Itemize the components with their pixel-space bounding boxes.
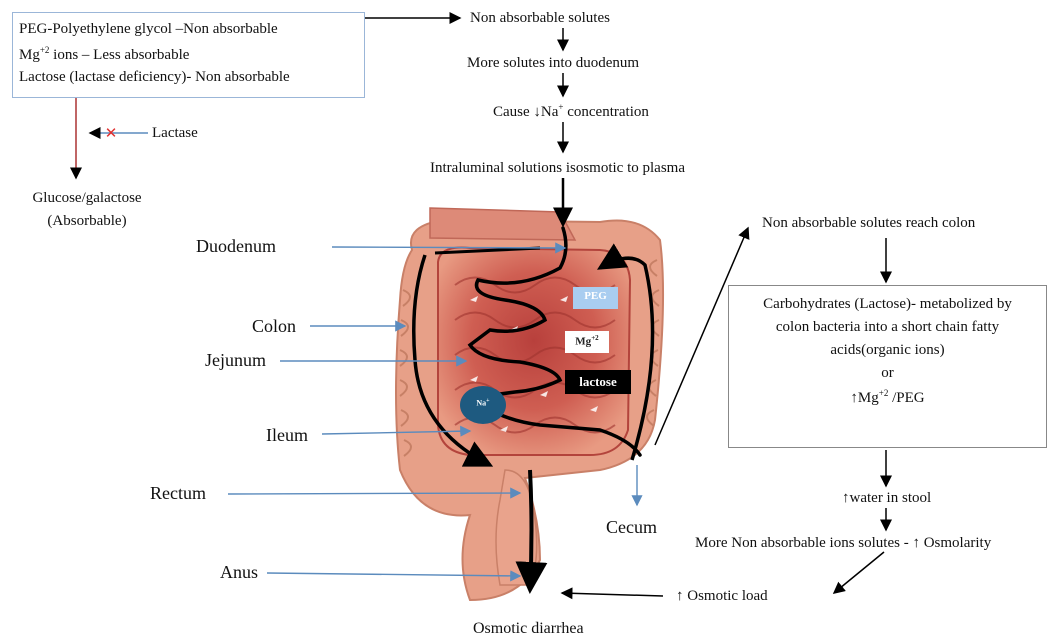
flow-isosmotic: Intraluminal solutions isosmotic to plas…	[430, 160, 685, 177]
water-in-stool-label: ↑water in stool	[842, 490, 931, 507]
mg-line: Mg+2 ions – Less absorbable	[19, 45, 189, 64]
label-anus: Anus	[220, 562, 258, 583]
absorbability-box: PEG-Polyethylene glycol –Non absorbable …	[12, 12, 365, 98]
peg-line: PEG-Polyethylene glycol –Non absorbable	[19, 21, 278, 38]
na-tag: Na+	[460, 398, 506, 408]
cross-icon: ✕	[105, 124, 118, 142]
flow-non-absorbable: Non absorbable solutes	[470, 10, 610, 27]
box-line-2: colon bacteria into a short chain fatty	[729, 319, 1046, 336]
label-duodenum: Duodenum	[196, 236, 276, 257]
lactose-line: Lactose (lactase deficiency)- Non absorb…	[19, 69, 290, 86]
flow-cause-na: Cause ↓Na+ concentration	[493, 102, 649, 121]
intestine-illustration	[396, 208, 663, 600]
more-ions-label: More Non absorbable ions solutes - ↑ Osm…	[695, 535, 991, 552]
osmotic-load-label: ↑ Osmotic load	[676, 588, 768, 605]
colon-metabolism-box: Carbohydrates (Lactose)- metabolized by …	[728, 285, 1047, 448]
lactose-tag: lactose	[565, 374, 631, 390]
peg-tag: PEG	[573, 290, 618, 302]
absorbable-label: (Absorbable)	[47, 213, 126, 230]
box-line-4: or	[729, 365, 1046, 382]
osmotic-diarrhea-title: Osmotic diarrhea	[473, 620, 584, 638]
reach-colon-label: Non absorbable solutes reach colon	[762, 215, 975, 232]
label-colon: Colon	[252, 316, 296, 337]
mg-tag: Mg+2	[565, 334, 609, 348]
flow-more-solutes: More solutes into duodenum	[467, 55, 639, 72]
label-rectum: Rectum	[150, 483, 206, 504]
box-line-1: Carbohydrates (Lactose)- metabolized by	[729, 296, 1046, 313]
lactase-label: Lactase	[152, 125, 198, 142]
label-ileum: Ileum	[266, 425, 308, 446]
glucose-label: Glucose/galactose	[32, 190, 141, 207]
label-cecum: Cecum	[606, 517, 657, 538]
box-line-5: ↑Mg+2 /PEG	[729, 388, 1046, 407]
box-line-3: acids(organic ions)	[729, 342, 1046, 359]
label-jejunum: Jejunum	[205, 350, 266, 371]
